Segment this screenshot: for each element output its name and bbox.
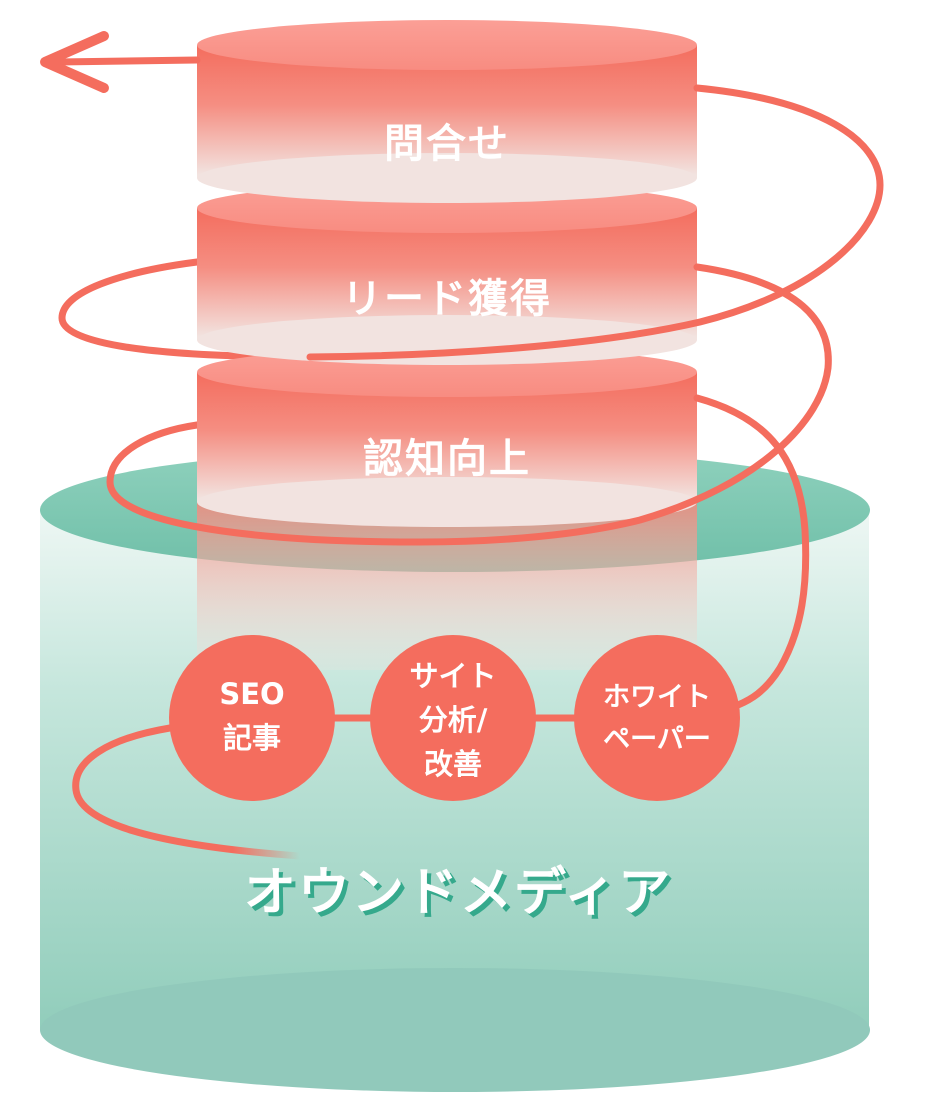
arrow-shaft: [54, 56, 201, 66]
circle-white-paper-line-2: ペーパー: [603, 724, 711, 755]
tier-inquiry-label: 問合せ: [384, 121, 510, 167]
circle-site-analysis-line-1: サイト: [409, 659, 496, 693]
circle-site-analysis-bg: [370, 635, 536, 801]
arrow-head: [40, 31, 109, 93]
base-label: オウンドメディア: [244, 863, 672, 923]
spiral-front: [306, 84, 884, 722]
circle-seo-article-line-1: SEO: [219, 677, 284, 711]
spiral-front-segment-lower: [693, 394, 810, 709]
tier-lead-label: リード獲得: [342, 276, 552, 322]
tier-awareness: 認知向上: [197, 347, 697, 527]
circle-white-paper-bg: [574, 635, 740, 801]
circle-seo-article-line-2: 記事: [223, 721, 281, 755]
spiral-back: [58, 258, 424, 546]
circle-site-analysis: サイト 分析/ 改善: [370, 635, 536, 801]
spiral-back-segment-1: [58, 258, 314, 361]
circle-white-paper-line-1: ホワイト: [603, 682, 711, 713]
tier-inquiry: 問合せ: [197, 20, 697, 203]
base-cylinder-bottom: [40, 968, 870, 1092]
circle-site-analysis-line-2: 分析/: [419, 703, 488, 737]
tier-awareness-label: 認知向上: [363, 436, 531, 482]
circle-seo-article-bg: [169, 635, 335, 801]
circle-seo-article: SEO 記事: [169, 635, 335, 801]
tier-inquiry-bottom: [197, 153, 697, 203]
tier-awareness-bottom: [197, 477, 697, 527]
base-label-shadow: オウンドメディア: [248, 867, 676, 927]
circle-white-paper: ホワイト ペーパー: [574, 635, 740, 801]
spiral-front-segment-top: [306, 84, 884, 361]
tier-lead-bottom: [197, 315, 697, 365]
spiral-back-segment-2: [106, 421, 424, 546]
circle-site-analysis-line-3: 改善: [424, 747, 482, 781]
tier-inquiry-top: [197, 20, 697, 70]
spiral-tail: [72, 724, 304, 860]
arrow-left-icon: [40, 31, 201, 93]
